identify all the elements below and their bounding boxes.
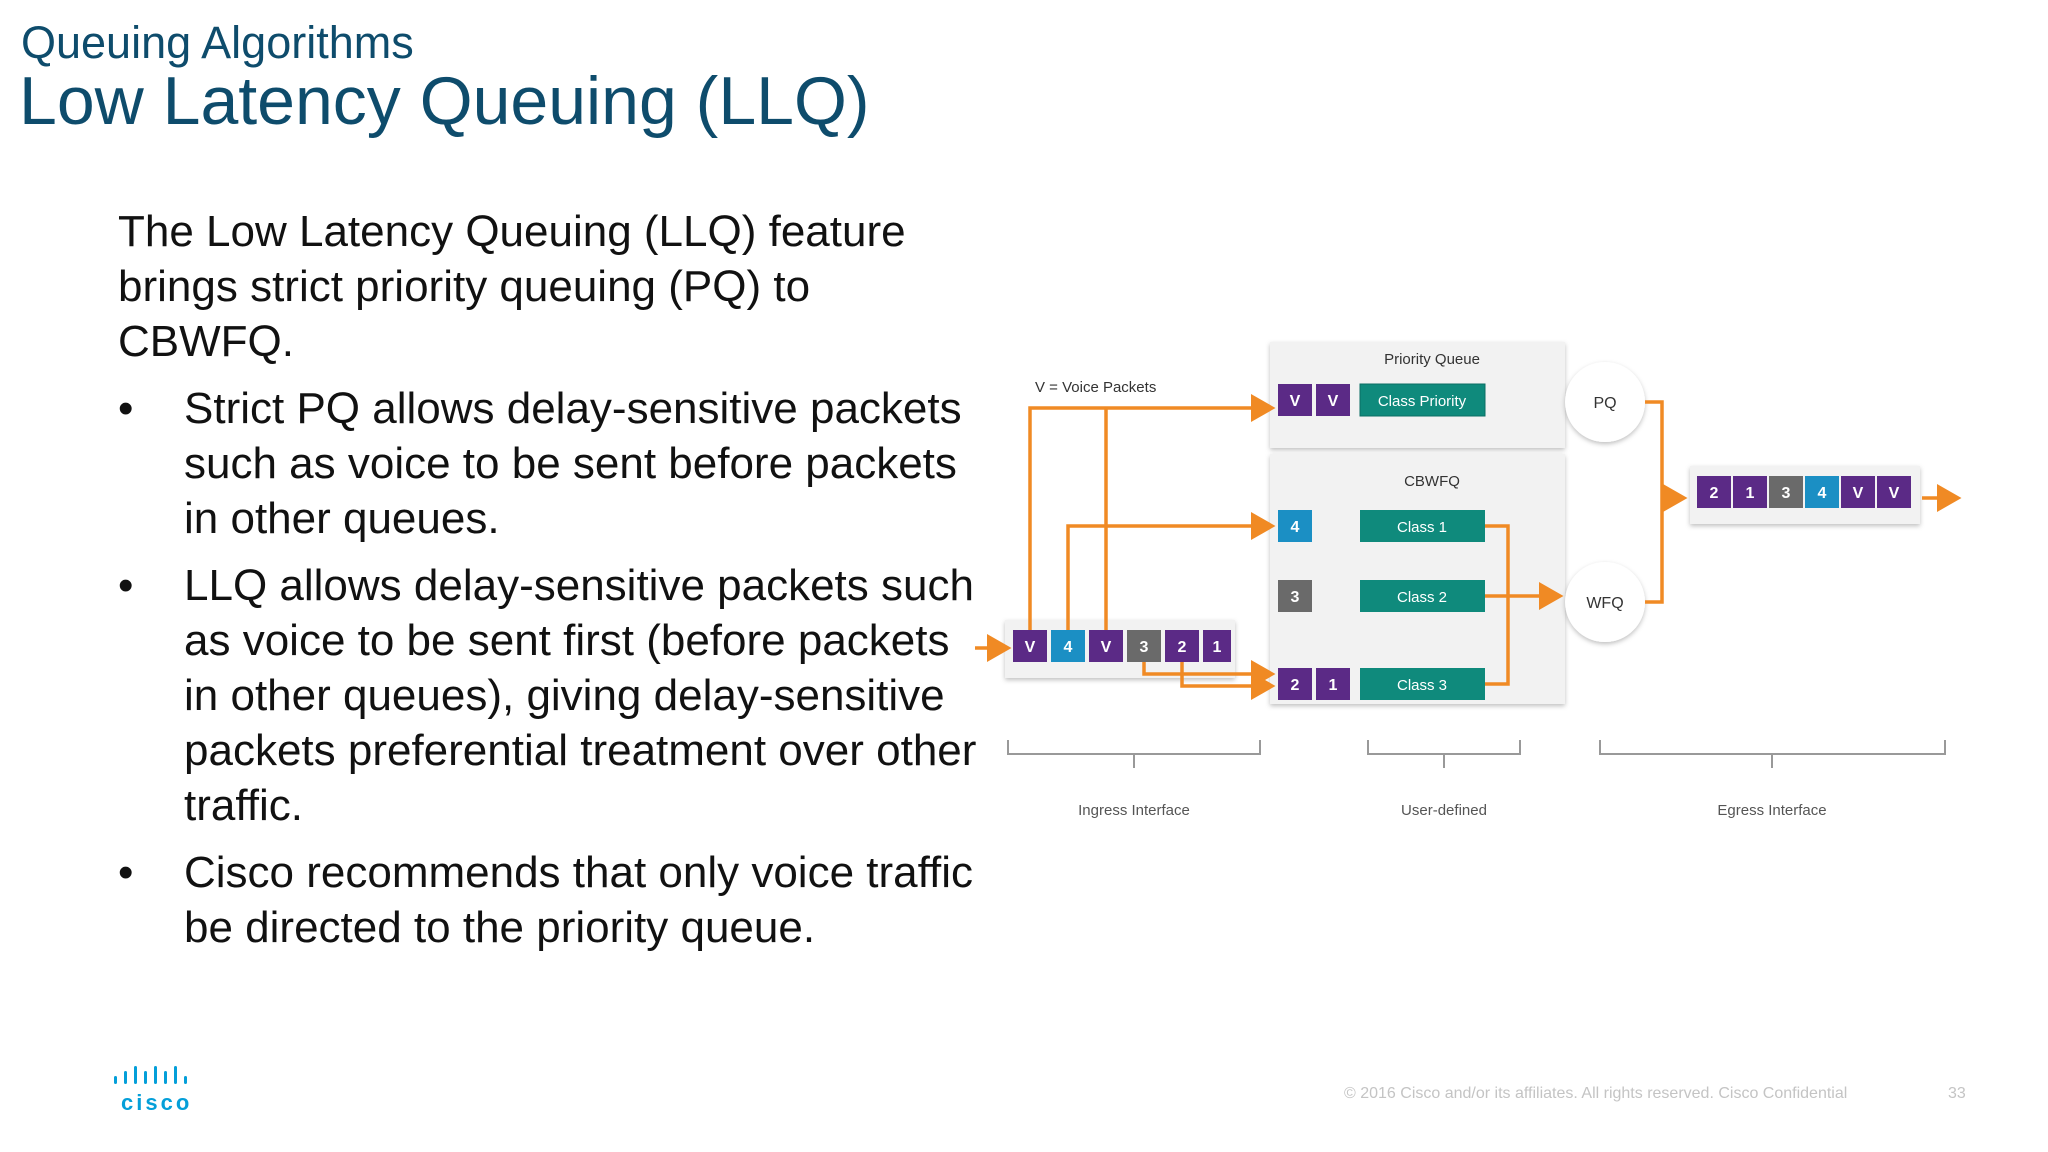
page-number: 33 [1948, 1085, 1966, 1102]
flow-arrows [975, 394, 1962, 700]
class2-packet-label: 3 [1291, 589, 1300, 606]
bullet-dot: • [118, 561, 134, 610]
llq-diagram: V = Voice Packets Priority Queue CBWFQ V… [975, 342, 1962, 819]
priority-packets: V V [1278, 384, 1350, 416]
voice-packet [1278, 384, 1312, 416]
pq-node-label: PQ [1593, 395, 1616, 412]
voice-packet-label: V [1328, 393, 1339, 410]
class2-box [1360, 580, 1485, 612]
bullet-dot: • [118, 848, 134, 897]
svg-text:4: 4 [1064, 639, 1073, 656]
cbwfq-panel [1270, 454, 1565, 704]
class3-packet-label: 1 [1329, 677, 1338, 694]
pq-node [1565, 362, 1645, 442]
svg-text:4: 4 [1818, 485, 1827, 502]
cbwfq-label: CBWFQ [1404, 473, 1460, 490]
ingress-packets: V 4 V 3 2 1 [1013, 630, 1231, 662]
class3-label: Class 3 [1397, 677, 1447, 694]
class1-box [1360, 510, 1485, 542]
wfq-node-label: WFQ [1586, 595, 1623, 612]
bullet-list: • Strict PQ allows delay-sensitive packe… [118, 381, 978, 955]
priority-queue-label: Priority Queue [1384, 351, 1480, 368]
slide-title: Low Latency Queuing (LLQ) [19, 63, 870, 139]
userdefined-label: User-defined [1401, 802, 1487, 819]
class2-label: Class 2 [1397, 589, 1447, 606]
svg-text:V: V [1025, 639, 1036, 656]
footer-copyright: © 2016 Cisco and/or its affiliates. All … [1344, 1085, 1848, 1102]
class-priority-box [1359, 383, 1486, 417]
class1-packet-label: 4 [1291, 519, 1300, 536]
bullet-item: • LLQ allows delay-sensitive packets suc… [118, 558, 978, 833]
bullet-text: Cisco recommends that only voice traffic… [184, 848, 974, 952]
class1-packet [1278, 510, 1312, 542]
legend-label: V = Voice Packets [1035, 379, 1156, 396]
svg-text:3: 3 [1140, 639, 1149, 656]
brackets [1007, 740, 1946, 768]
intro-paragraph: The Low Latency Queuing (LLQ) feature br… [118, 207, 906, 366]
bullet-text: LLQ allows delay-sensitive packets such … [184, 561, 977, 830]
class1-label: Class 1 [1397, 519, 1447, 536]
class-priority-label: Class Priority [1378, 393, 1467, 410]
class3-packet [1316, 668, 1350, 700]
wfq-node [1565, 562, 1645, 642]
voice-packet-label: V [1290, 393, 1301, 410]
egress-packets: 2 1 3 4 V V [1697, 476, 1911, 508]
body-text: The Low Latency Queuing (LLQ) feature br… [118, 204, 978, 967]
svg-text:1: 1 [1213, 639, 1222, 656]
class3-box [1360, 668, 1485, 700]
svg-text:V: V [1889, 485, 1900, 502]
voice-packet [1316, 384, 1350, 416]
class3-packet [1278, 668, 1312, 700]
svg-text:2: 2 [1178, 639, 1187, 656]
cisco-logo-icon [114, 1066, 187, 1084]
egress-label: Egress Interface [1717, 802, 1826, 819]
class2-packet [1278, 580, 1312, 612]
cisco-wordmark: cisco [121, 1090, 193, 1115]
svg-text:V: V [1853, 485, 1864, 502]
svg-text:V: V [1101, 639, 1112, 656]
svg-text:1: 1 [1746, 485, 1755, 502]
bullet-text: Strict PQ allows delay-sensitive packets… [184, 384, 962, 543]
svg-text:3: 3 [1782, 485, 1791, 502]
ingress-label: Ingress Interface [1078, 802, 1190, 819]
bullet-item: • Strict PQ allows delay-sensitive packe… [118, 381, 978, 546]
bullet-item: • Cisco recommends that only voice traff… [118, 845, 978, 955]
bullet-dot: • [118, 384, 134, 433]
slide-subtitle: Queuing Algorithms [21, 17, 414, 68]
class3-packet-label: 2 [1291, 677, 1300, 694]
svg-text:2: 2 [1710, 485, 1719, 502]
